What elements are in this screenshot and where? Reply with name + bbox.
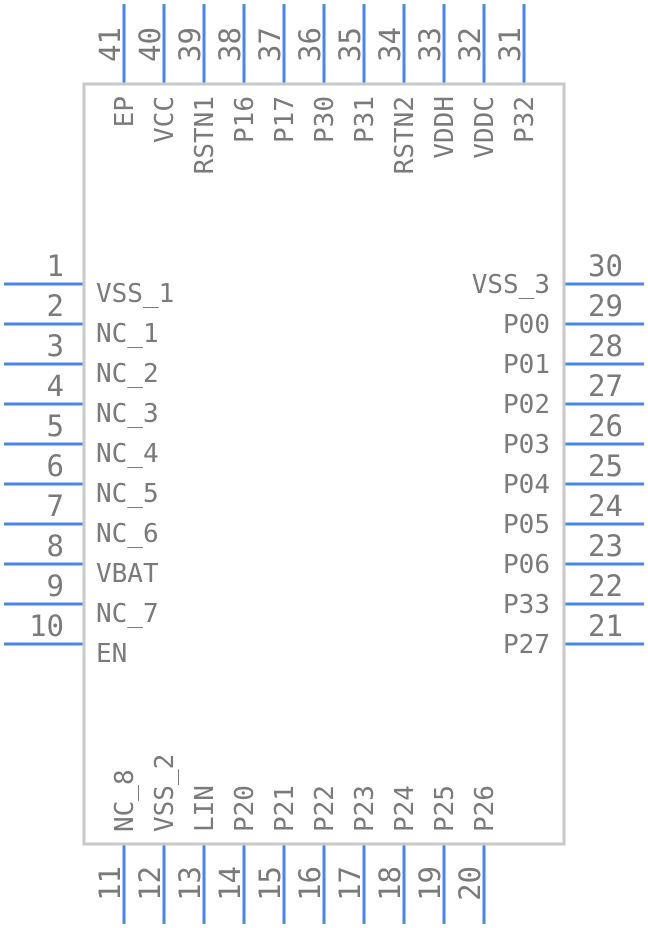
pin-9-name: NC_7 bbox=[96, 599, 159, 629]
pin-28-name: P01 bbox=[503, 350, 550, 380]
pin-8-number: 8 bbox=[47, 529, 64, 563]
pin-18-number: 18 bbox=[373, 866, 407, 901]
pin-29-number: 29 bbox=[588, 289, 623, 323]
pin-11-number: 11 bbox=[93, 866, 127, 901]
pin-39-number: 39 bbox=[173, 27, 207, 62]
pin-1-number: 1 bbox=[47, 249, 64, 283]
pin-32-name: VDDC bbox=[470, 96, 500, 159]
pin-37-number: 37 bbox=[253, 27, 287, 62]
pin-10-name: EN bbox=[96, 639, 127, 669]
pin-31-name: P32 bbox=[510, 96, 540, 143]
pin-26-number: 26 bbox=[588, 409, 623, 443]
pin-11-name: NC_8 bbox=[110, 769, 140, 832]
pin-22-number: 22 bbox=[588, 569, 623, 603]
pin-lines bbox=[4, 4, 644, 924]
pin-36-name: P30 bbox=[310, 96, 340, 143]
pin-5-number: 5 bbox=[47, 409, 64, 443]
pin-7-number: 7 bbox=[47, 489, 64, 523]
pin-34-number: 34 bbox=[373, 27, 407, 62]
pin-17-name: P23 bbox=[350, 785, 380, 832]
pin-20-name: P26 bbox=[470, 785, 500, 832]
pin-34-name: RSTN2 bbox=[390, 96, 420, 174]
pin-4-name: NC_3 bbox=[96, 399, 159, 429]
pin-16-name: P22 bbox=[310, 785, 340, 832]
pin-14-name: P20 bbox=[230, 785, 260, 832]
pin-38-name: P16 bbox=[230, 96, 260, 143]
pin-2-name: NC_1 bbox=[96, 319, 159, 349]
pin-21-name: P27 bbox=[503, 630, 550, 660]
pin-15-name: P21 bbox=[270, 785, 300, 832]
pin-40-number: 40 bbox=[133, 27, 167, 62]
pin-39-name: RSTN1 bbox=[190, 96, 220, 174]
chip-body bbox=[82, 82, 566, 846]
pin-33-name: VDDH bbox=[430, 96, 460, 159]
pin-24-number: 24 bbox=[588, 489, 623, 523]
pin-12-name: VSS_2 bbox=[150, 754, 180, 832]
pin-16-number: 16 bbox=[293, 866, 327, 901]
pin-25-name: P04 bbox=[503, 470, 550, 500]
pin-9-number: 9 bbox=[47, 569, 64, 603]
pin-32-number: 32 bbox=[453, 27, 487, 62]
pin-13-name: LIN bbox=[190, 785, 220, 832]
pin-6-number: 6 bbox=[47, 449, 64, 483]
pin-41-number: 41 bbox=[93, 27, 127, 62]
pin-3-name: NC_2 bbox=[96, 359, 159, 389]
pin-5-name: NC_4 bbox=[96, 439, 159, 469]
pin-28-number: 28 bbox=[588, 329, 623, 363]
pin-37-name: P17 bbox=[270, 96, 300, 143]
pin-27-number: 27 bbox=[588, 369, 623, 403]
pin-30-number: 30 bbox=[588, 249, 623, 283]
pin-7-name: NC_6 bbox=[96, 519, 159, 549]
pin-25-number: 25 bbox=[588, 449, 623, 483]
pin-26-name: P03 bbox=[503, 430, 550, 460]
pin-2-number: 2 bbox=[47, 289, 64, 323]
pin-4-number: 4 bbox=[47, 369, 64, 403]
pin-20-number: 20 bbox=[453, 866, 487, 901]
pin-8-name: VBAT bbox=[96, 559, 159, 589]
pin-22-name: P33 bbox=[503, 590, 550, 620]
pin-41-name: EP bbox=[110, 96, 140, 127]
pin-17-number: 17 bbox=[333, 866, 367, 901]
pin-23-name: P06 bbox=[503, 550, 550, 580]
pin-23-number: 23 bbox=[588, 529, 623, 563]
pin-13-number: 13 bbox=[173, 866, 207, 901]
pin-10-number: 10 bbox=[29, 609, 64, 643]
pin-3-number: 3 bbox=[47, 329, 64, 363]
pin-36-number: 36 bbox=[293, 27, 327, 62]
pin-19-number: 19 bbox=[413, 866, 447, 901]
pin-18-name: P24 bbox=[390, 785, 420, 832]
pin-35-number: 35 bbox=[333, 27, 367, 62]
pin-31-number: 31 bbox=[493, 27, 527, 62]
pin-38-number: 38 bbox=[213, 27, 247, 62]
pin-30-name: VSS_3 bbox=[472, 270, 550, 300]
pin-27-name: P02 bbox=[503, 390, 550, 420]
pin-6-name: NC_5 bbox=[96, 479, 159, 509]
pin-33-number: 33 bbox=[413, 27, 447, 62]
pin-1-name: VSS_1 bbox=[96, 279, 174, 309]
pin-24-name: P05 bbox=[503, 510, 550, 540]
pin-15-number: 15 bbox=[253, 866, 287, 901]
pin-21-number: 21 bbox=[588, 609, 623, 643]
pin-12-number: 12 bbox=[133, 866, 167, 901]
pin-19-name: P25 bbox=[430, 785, 460, 832]
pin-35-name: P31 bbox=[350, 96, 380, 143]
pin-14-number: 14 bbox=[213, 866, 247, 901]
pin-40-name: VCC bbox=[150, 96, 180, 143]
pin-29-name: P00 bbox=[503, 310, 550, 340]
